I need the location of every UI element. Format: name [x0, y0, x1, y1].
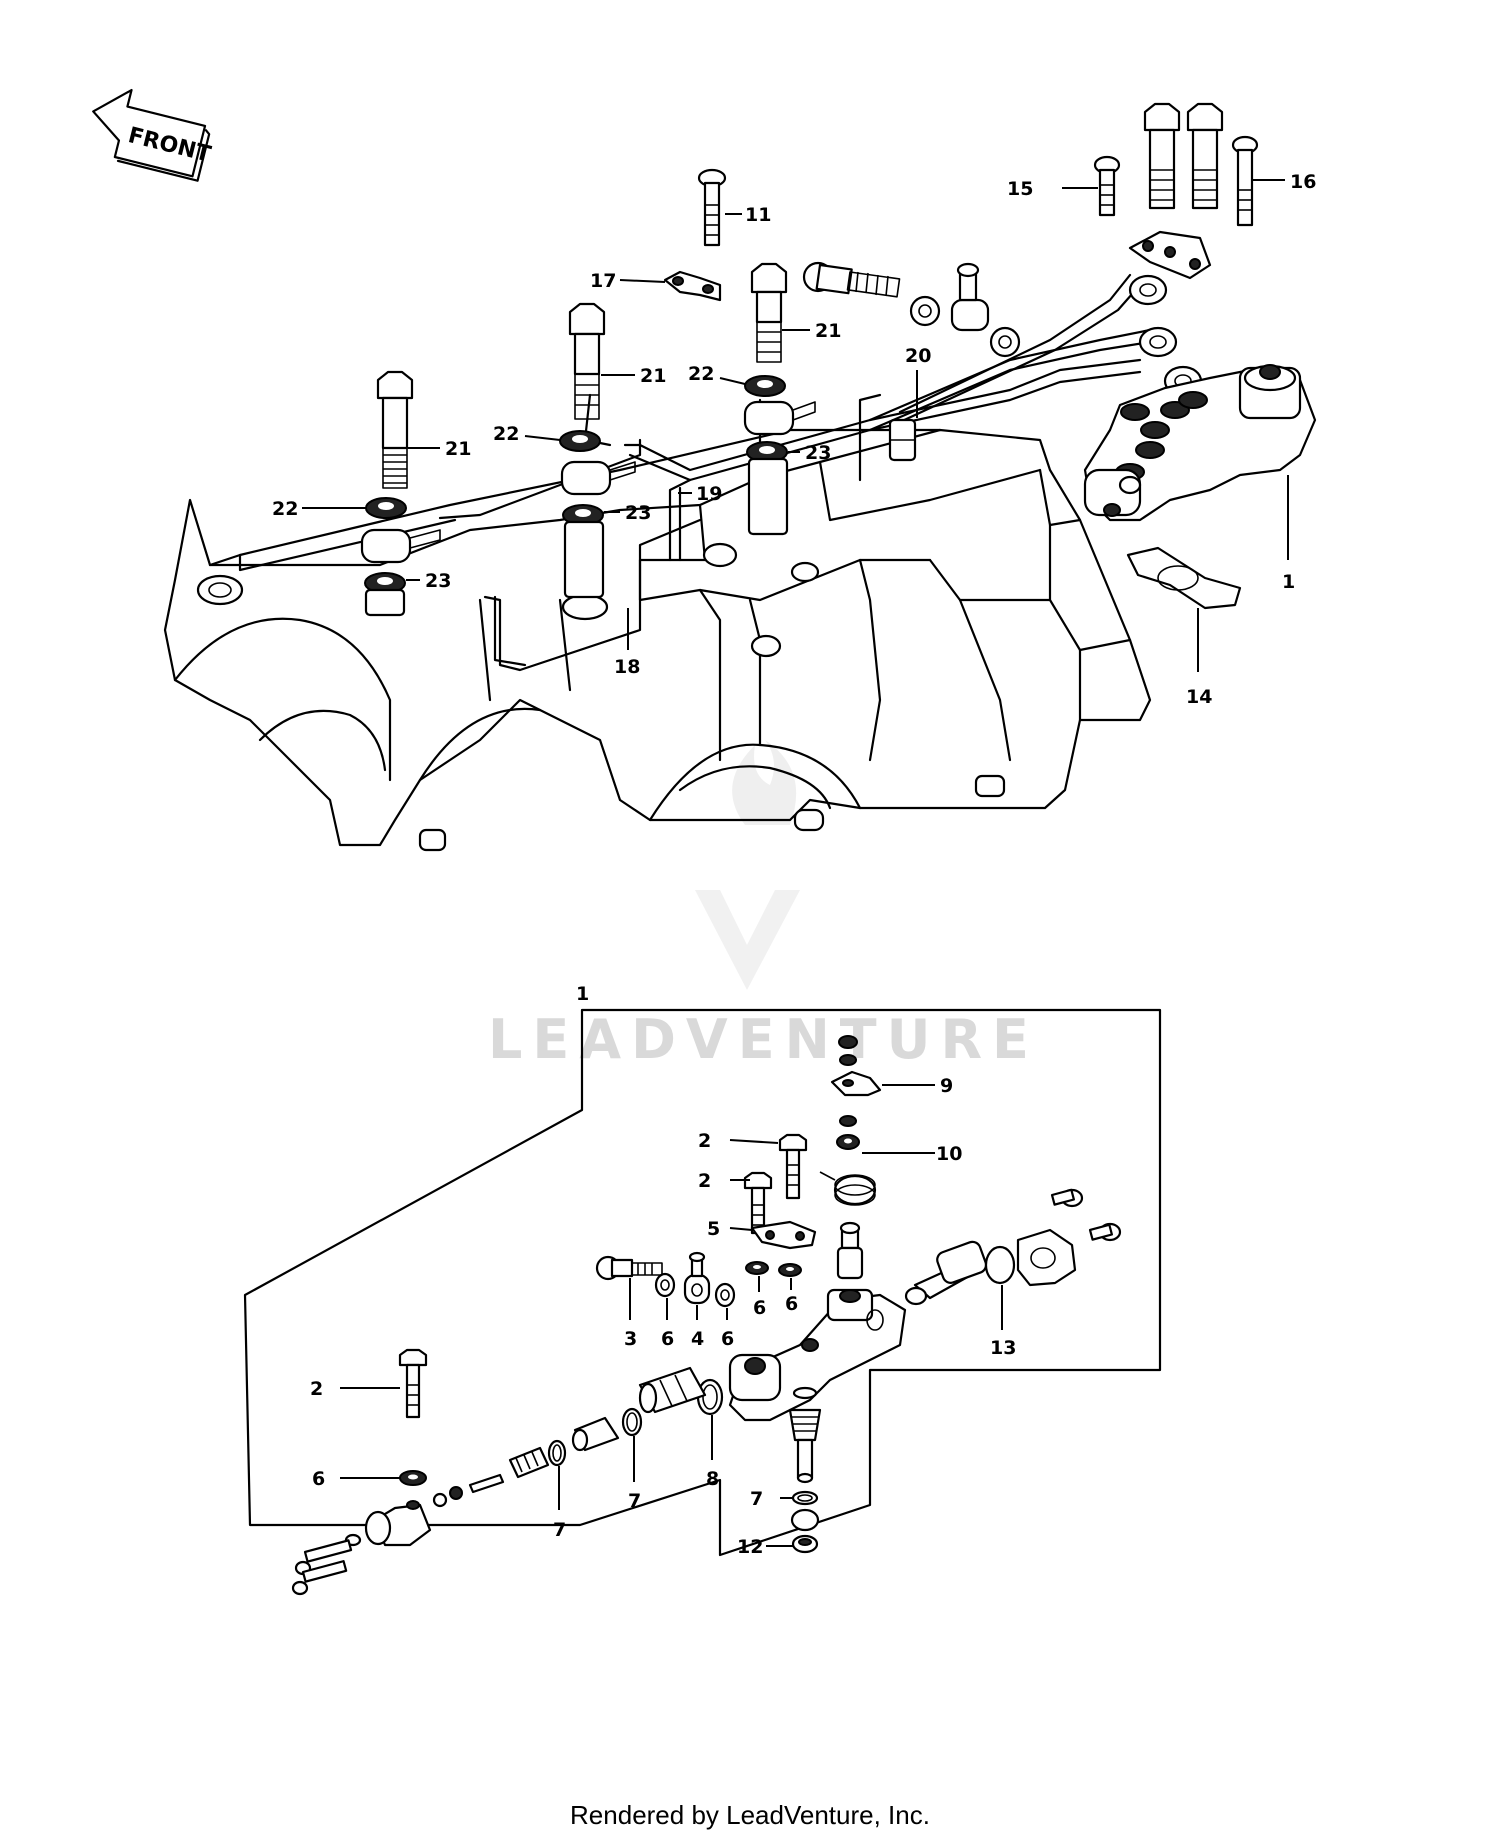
- callout-21: 21: [640, 365, 666, 387]
- plate-upper: [1128, 230, 1212, 280]
- callout-3: 3: [624, 1328, 637, 1350]
- callout-5: 5: [707, 1218, 720, 1240]
- callout-2: 2: [310, 1378, 323, 1400]
- union-bolt-and-fitting: [802, 261, 1021, 358]
- callout-7: 7: [628, 1490, 641, 1512]
- screws-2: [398, 1133, 808, 1419]
- callout-23: 23: [625, 502, 651, 524]
- callout-14: 14: [1186, 686, 1212, 708]
- hose-end-fittings: [1128, 274, 1203, 397]
- o-rings-and-pistons: [432, 1366, 724, 1508]
- callout-15: 15: [1007, 178, 1033, 200]
- callout-17: 17: [590, 270, 616, 292]
- union-bolt-3: [595, 1255, 663, 1281]
- relief-valve: [788, 1386, 822, 1554]
- oil-pump-body: [728, 1288, 907, 1422]
- callout-6: 6: [661, 1328, 674, 1350]
- callout-11: 11: [745, 204, 771, 226]
- plate-5: [745, 1220, 817, 1277]
- callout-1: 1: [1282, 571, 1295, 593]
- callout-6: 6: [312, 1468, 325, 1490]
- callout-12: 12: [737, 1536, 763, 1558]
- callout-4: 4: [691, 1328, 704, 1350]
- callout-9: 9: [940, 1075, 953, 1097]
- sleeves-23: [364, 441, 789, 617]
- oil-pump-upper: [1083, 364, 1317, 522]
- oil-pipe-assembly: [438, 273, 1152, 520]
- callout-19: 19: [696, 483, 722, 505]
- check-valve: [836, 1221, 864, 1280]
- washers-6: [654, 1272, 736, 1308]
- end-cap: [291, 1470, 432, 1596]
- callout-20: 20: [905, 345, 931, 367]
- callout-2: 2: [698, 1130, 711, 1152]
- callout-2: 2: [698, 1170, 711, 1192]
- governor-stack: [819, 1035, 882, 1206]
- pump-exploded-frame: [243, 1008, 1162, 1557]
- callout-23: 23: [425, 570, 451, 592]
- gasket-14: [1126, 546, 1242, 610]
- callout-21: 21: [445, 438, 471, 460]
- banjo-fittings: [360, 400, 816, 564]
- callout-18: 18: [614, 656, 640, 678]
- callout-21: 21: [815, 320, 841, 342]
- callout-7: 7: [553, 1519, 566, 1541]
- watermark-text: LEADVENTURE: [488, 1008, 1039, 1071]
- callout-22: 22: [493, 423, 519, 445]
- callout-6: 6: [753, 1297, 766, 1319]
- banjo-fitting-4: [683, 1251, 711, 1305]
- callout-2-leader: [729, 1139, 779, 1144]
- callout-8: 8: [706, 1468, 719, 1490]
- front-direction-arrow-icon: FRONT: [92, 88, 213, 182]
- callout-7: 7: [750, 1488, 763, 1510]
- callout-16: 16: [1290, 171, 1316, 193]
- upper-crankcase: [163, 393, 1152, 852]
- pump-cover-13: [904, 1188, 1122, 1306]
- callout-5-leader: [729, 1227, 753, 1231]
- clamp-17: [663, 270, 722, 302]
- callout-13: 13: [990, 1337, 1016, 1359]
- callout-6: 6: [721, 1328, 734, 1350]
- callout-6: 6: [785, 1293, 798, 1315]
- callout-22: 22: [272, 498, 298, 520]
- bolts-15-16: [1093, 102, 1259, 227]
- upper-callouts: 11 17 21 21 21 22 22 22 23 23 23 19 18 2…: [272, 171, 1316, 708]
- callout-23: 23: [805, 442, 831, 464]
- callout-22: 22: [688, 363, 714, 385]
- screw-11: [697, 168, 727, 247]
- render-credit-footer: Rendered by LeadVenture, Inc.: [570, 1800, 930, 1830]
- callout-1: 1: [576, 983, 589, 1005]
- washers-22: [365, 375, 786, 519]
- leadventure-logo-icon: [695, 740, 800, 990]
- callout-10: 10: [936, 1143, 962, 1165]
- banjo-bolts-21: [376, 262, 788, 489]
